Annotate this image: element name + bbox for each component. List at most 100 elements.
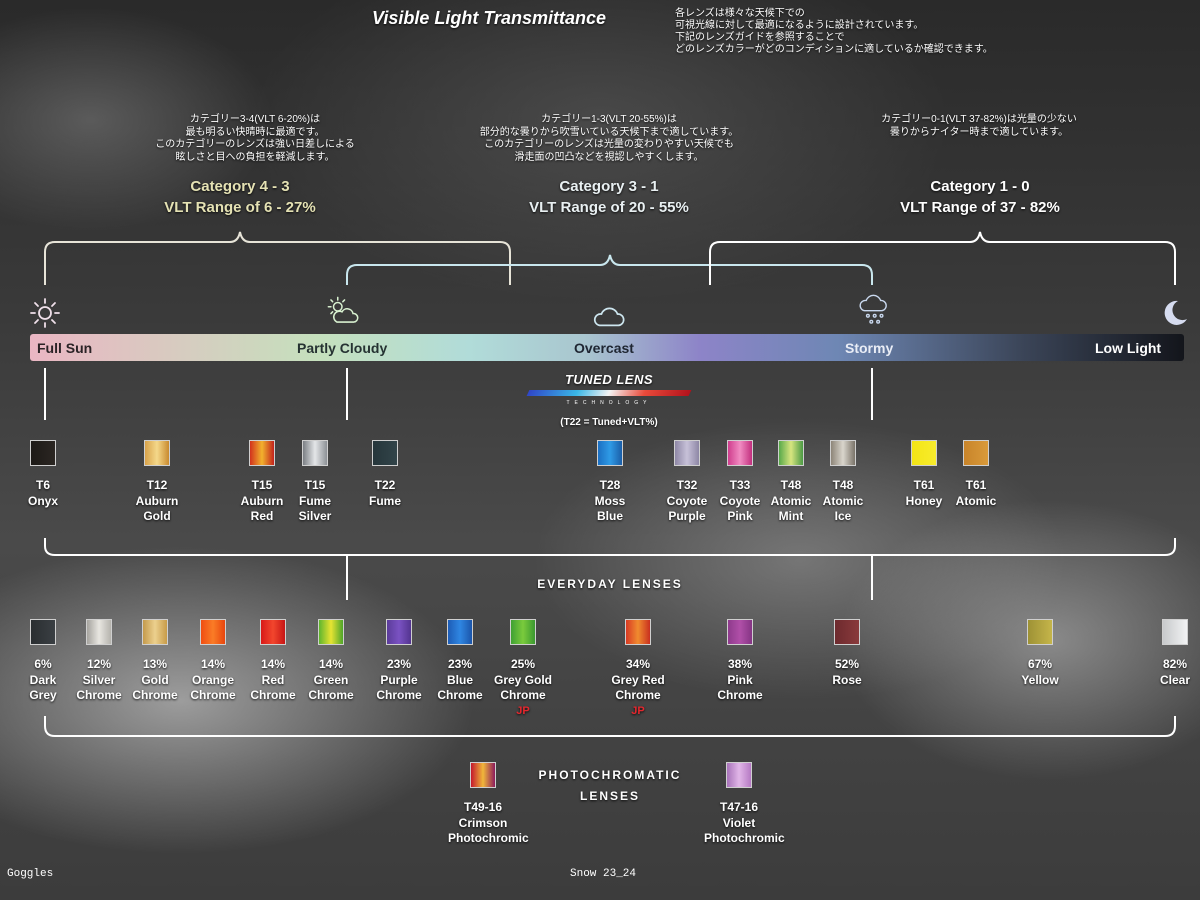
lens-color-swatch bbox=[727, 619, 753, 645]
category-1-0-heading: Category 1 - 0 VLT Range of 37 - 82% bbox=[900, 178, 1060, 216]
lens-color-swatch bbox=[597, 440, 623, 466]
everyday-lenses-title: EVERYDAY LENSES bbox=[537, 577, 683, 591]
lens-label-line: Grey Gold bbox=[493, 672, 552, 687]
lens-label-line: Onyx bbox=[27, 493, 58, 508]
lens-label-line: Ice bbox=[834, 509, 852, 523]
lens-label-line: Chrome bbox=[376, 688, 422, 702]
lens-label: 67%Yellow bbox=[1005, 657, 1075, 688]
lens-color-swatch bbox=[318, 619, 344, 645]
tuned-lens-stripe bbox=[526, 390, 692, 396]
lens-label-line: Purple bbox=[380, 672, 418, 687]
moon-icon bbox=[1164, 300, 1187, 325]
lens-label-line: Chrome bbox=[717, 688, 763, 702]
lens-color-swatch bbox=[1162, 619, 1188, 645]
lens-color-swatch bbox=[510, 619, 536, 645]
lens-label-line: 12% bbox=[86, 657, 112, 671]
lens-color-swatch bbox=[674, 440, 700, 466]
lens-label-line: Chrome bbox=[76, 688, 122, 702]
intro-line: 下記のレンズガイドを参照することで bbox=[675, 32, 845, 43]
lens-color-swatch bbox=[911, 440, 937, 466]
lens-label-line: T47-16 bbox=[719, 800, 759, 814]
tuned-lens-bracket bbox=[44, 538, 1176, 556]
lens-label-line: Orange bbox=[191, 672, 234, 687]
lens-label-line: T15 bbox=[304, 478, 326, 492]
lens-color-swatch bbox=[142, 619, 168, 645]
category-3-1-heading: Category 3 - 1 VLT Range of 20 - 55% bbox=[529, 178, 689, 216]
lens-label-line: Yellow bbox=[1021, 672, 1059, 687]
lens-color-swatch bbox=[470, 762, 496, 788]
photochromatic-title: PHOTOCHROMATIC LENSES bbox=[538, 768, 682, 803]
lens-color-swatch bbox=[963, 440, 989, 466]
lens-label-line: 23% bbox=[386, 657, 412, 671]
condition-full-sun: Full Sun bbox=[37, 340, 93, 356]
footer-center: Snow 23_24 bbox=[570, 868, 637, 880]
lens-label-line: Auburn bbox=[240, 493, 284, 508]
lens-label-line: Mint bbox=[778, 509, 804, 523]
lens-color-swatch bbox=[249, 440, 275, 466]
page-title: Visible Light Transmittance bbox=[372, 8, 607, 28]
lens-label-line: Blue bbox=[446, 672, 473, 687]
tuned-lens-note: (T22 = Tuned+VLT%) bbox=[560, 417, 658, 428]
condition-overcast: Overcast bbox=[574, 340, 634, 356]
lens-label-line: Grey Red bbox=[611, 672, 665, 687]
lens-label: 52%Rose bbox=[812, 657, 882, 688]
lens-label-line: Fume bbox=[298, 493, 331, 508]
lens-label-line: Red bbox=[250, 509, 274, 523]
lens-label-line: Purple bbox=[668, 509, 706, 523]
lens-label-line: 67% bbox=[1027, 657, 1053, 671]
lens-color-swatch bbox=[834, 619, 860, 645]
light-condition-bar bbox=[30, 334, 1184, 361]
lens-label-line: Rose bbox=[832, 672, 862, 687]
lens-label: 82%Clear bbox=[1140, 657, 1200, 688]
lens-label-line: Dark bbox=[29, 672, 57, 687]
category-1-0-bracket bbox=[709, 231, 1176, 285]
lens-label-line: Chrome bbox=[500, 688, 546, 702]
lens-label-line: Gold bbox=[143, 509, 171, 523]
lens-label-line: T15 bbox=[251, 478, 273, 492]
lens-label-line: 52% bbox=[834, 657, 860, 671]
tuned-lens-title: TUNED LENS bbox=[564, 372, 654, 387]
tuned-lens-logo: TUNED LENS TECHNOLOGY bbox=[524, 372, 694, 412]
condition-low-light: Low Light bbox=[1095, 340, 1162, 356]
lens-label-line: Photochromic bbox=[448, 831, 529, 845]
lens-label-line: 6% bbox=[34, 657, 52, 671]
lens-color-swatch bbox=[86, 619, 112, 645]
lens-label-line: Grey bbox=[29, 688, 57, 702]
lens-label-line: 14% bbox=[260, 657, 286, 671]
intro-line: 各レンズは様々な天候下での bbox=[675, 8, 805, 19]
lens-label-line: Honey bbox=[905, 493, 943, 508]
lens-label-line: Green bbox=[313, 672, 349, 687]
lens-label-line: 34% bbox=[625, 657, 651, 671]
lens-label-line: 82% bbox=[1162, 657, 1188, 671]
